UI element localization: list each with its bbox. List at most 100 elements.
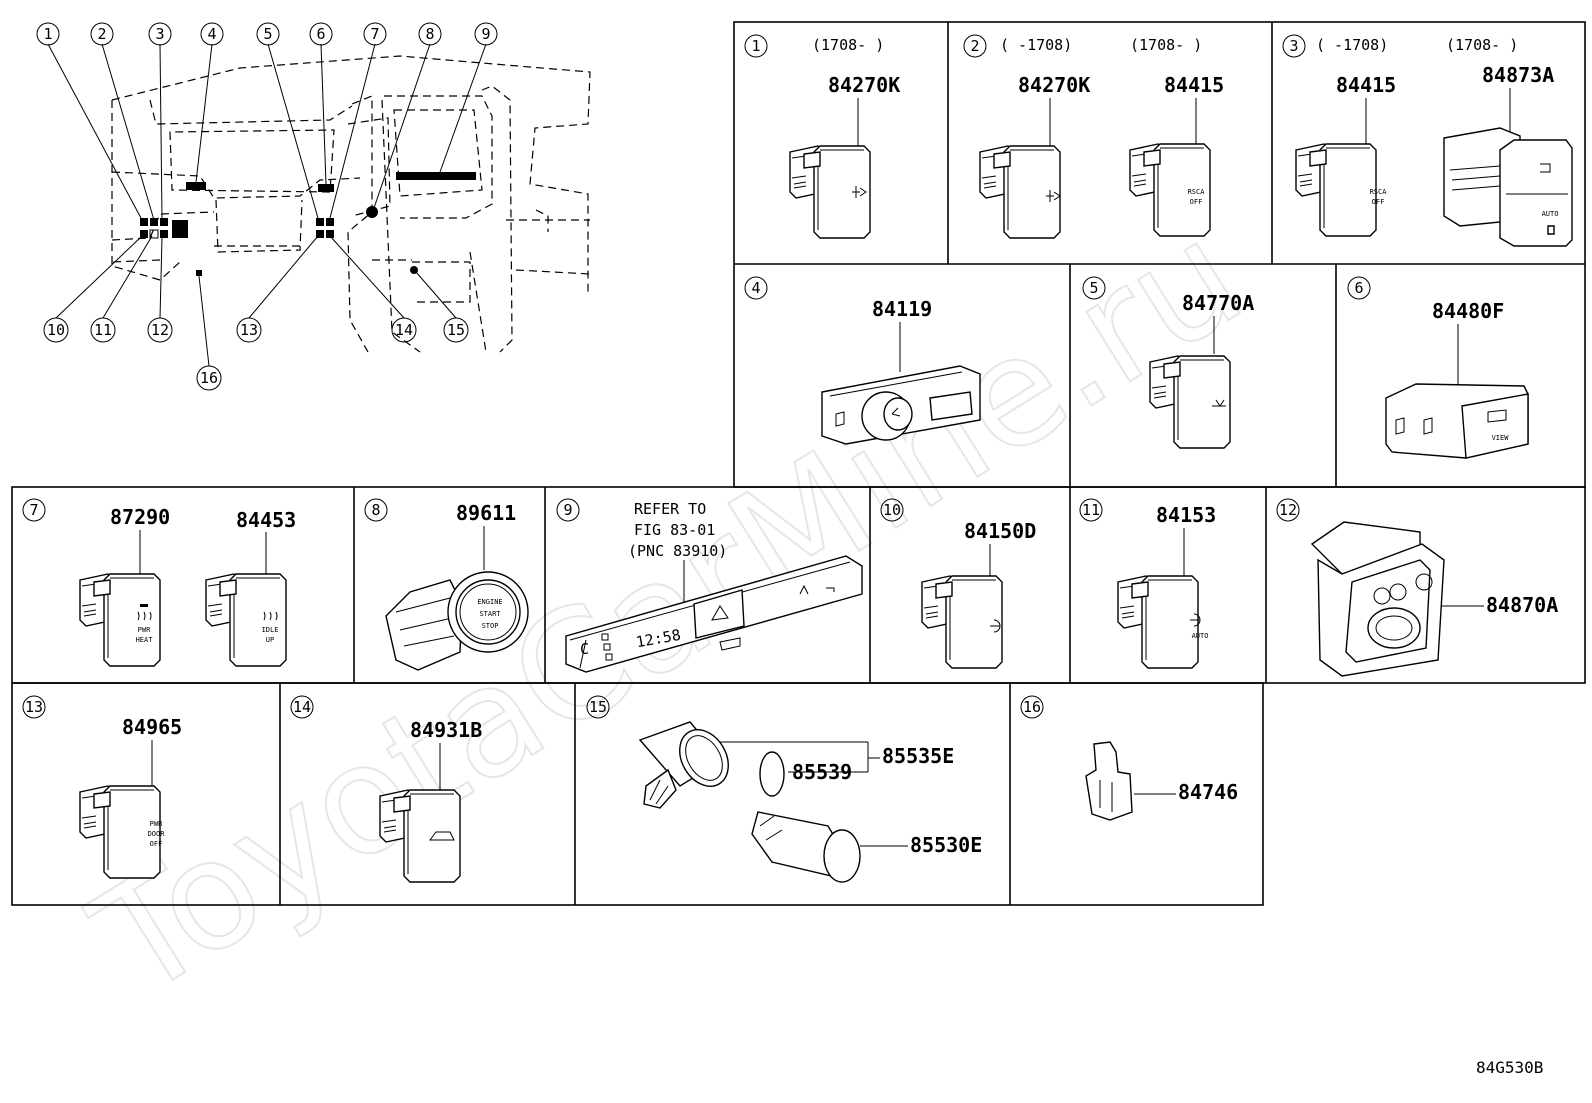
panel-5: 5 84770A	[1082, 276, 1254, 449]
svg-text:RSCA: RSCA	[1370, 188, 1388, 196]
part-number: 84873A	[1482, 63, 1554, 87]
svg-text:5: 5	[1089, 279, 1098, 297]
svg-text:(PNC 83910): (PNC 83910)	[628, 542, 727, 560]
svg-text:8: 8	[371, 501, 380, 519]
part-number: 84415	[1164, 73, 1224, 97]
svg-text:10: 10	[47, 321, 65, 339]
svg-text:FIG 83-01: FIG 83-01	[634, 521, 715, 539]
svg-text:OFF: OFF	[1372, 198, 1385, 206]
callout-5: 5	[256, 22, 280, 46]
panel-13: 13 84965 PWR DOOR OFF	[22, 695, 182, 879]
part-number: 84119	[872, 297, 932, 321]
range-label: ( -1708)	[1316, 36, 1388, 54]
part-number: 85530E	[910, 833, 982, 857]
svg-text:VIEW: VIEW	[1492, 434, 1510, 442]
part-number: 84150D	[964, 519, 1036, 543]
panel-9: 9 REFER TO FIG 83-01 (PNC 83910) C 12:58	[556, 498, 863, 673]
svg-text:2: 2	[970, 37, 979, 55]
svg-text:C: C	[580, 640, 589, 658]
svg-text:9: 9	[481, 25, 490, 43]
svg-text:5: 5	[263, 25, 272, 43]
svg-text:HEAT: HEAT	[136, 636, 154, 644]
svg-text:14: 14	[395, 321, 413, 339]
svg-text:AUTO: AUTO	[1192, 632, 1209, 640]
dashboard-overview: 1 2 3 4 5 6 7 8 9 10 11 12 13 14 15 16	[36, 22, 591, 391]
svg-text:16: 16	[1023, 698, 1041, 716]
svg-text:PWR: PWR	[138, 626, 151, 634]
svg-text:10: 10	[883, 501, 901, 519]
callout-4: 4	[200, 22, 224, 46]
callout-8: 8	[418, 22, 442, 46]
svg-text:7: 7	[29, 501, 38, 519]
callout-11: 11	[90, 317, 116, 343]
svg-text:OFF: OFF	[1190, 198, 1203, 206]
svg-text:13: 13	[25, 698, 43, 716]
range-label: (1708- )	[812, 36, 884, 54]
svg-text:DOOR: DOOR	[148, 830, 166, 838]
svg-text:1: 1	[43, 25, 52, 43]
panel-16: 16 84746	[1020, 695, 1238, 821]
range-label: (1708- )	[1446, 36, 1518, 54]
svg-text:UP: UP	[266, 636, 274, 644]
part-number: 84870A	[1486, 593, 1558, 617]
callout-14: 14	[391, 317, 417, 343]
svg-text:15: 15	[447, 321, 465, 339]
svg-text:3: 3	[1289, 37, 1298, 55]
panel-4: 4 84119	[744, 276, 981, 445]
callout-10: 10	[43, 317, 69, 343]
callout-15: 15	[443, 317, 469, 343]
svg-text:12: 12	[1279, 501, 1297, 519]
panel-14: 14 84931B	[290, 695, 482, 883]
svg-text:START: START	[479, 610, 501, 618]
panel-8: 8 89611 ENGINE START STOP	[364, 498, 529, 671]
part-number: 84965	[122, 715, 182, 739]
svg-text:4: 4	[207, 25, 216, 43]
svg-text:2: 2	[97, 25, 106, 43]
svg-text:6: 6	[316, 25, 325, 43]
panel-7: 7 87290 84453 PWR HEAT IDLE UP	[22, 498, 296, 667]
callout-9: 9	[474, 22, 498, 46]
svg-text:9: 9	[563, 501, 572, 519]
svg-text:IDLE: IDLE	[262, 626, 279, 634]
svg-text:4: 4	[751, 279, 760, 297]
part-number: 84153	[1156, 503, 1216, 527]
range-label: ( -1708)	[1000, 36, 1072, 54]
svg-text:13: 13	[240, 321, 258, 339]
part-number: 84746	[1178, 780, 1238, 804]
bottom-row-grid	[11, 682, 1264, 906]
panel-2: 2 ( -1708) (1708- ) 84270K 84415 RSCA OF…	[963, 34, 1224, 239]
callout-3: 3	[148, 22, 172, 46]
svg-text:STOP: STOP	[482, 622, 499, 630]
part-number: 84480F	[1432, 299, 1504, 323]
svg-text:PWR: PWR	[150, 820, 163, 828]
panel-6: 6 84480F VIEW	[1347, 276, 1529, 459]
svg-text:1: 1	[751, 37, 760, 55]
callout-16: 16	[196, 365, 222, 391]
part-number: 85535E	[882, 744, 954, 768]
svg-text:6: 6	[1354, 279, 1363, 297]
part-number: 84931B	[410, 718, 482, 742]
callout-2: 2	[90, 22, 114, 46]
svg-text:REFER TO: REFER TO	[634, 500, 706, 518]
part-number: 89611	[456, 501, 516, 525]
callout-1: 1	[36, 22, 60, 46]
svg-text:7: 7	[370, 25, 379, 43]
svg-text:RSCA: RSCA	[1188, 188, 1206, 196]
svg-text:8: 8	[425, 25, 434, 43]
callout-13: 13	[236, 317, 262, 343]
part-number: 84453	[236, 508, 296, 532]
part-number: 84770A	[1182, 291, 1254, 315]
panel-12: 12 84870A	[1276, 498, 1558, 677]
diagram-code: 84G530B	[1476, 1058, 1543, 1077]
svg-text:12: 12	[151, 321, 169, 339]
svg-text:11: 11	[94, 321, 112, 339]
range-label: (1708- )	[1130, 36, 1202, 54]
svg-text:16: 16	[200, 369, 218, 387]
svg-text:ENGINE: ENGINE	[477, 598, 502, 606]
svg-text:11: 11	[1082, 501, 1100, 519]
part-number: 84415	[1336, 73, 1396, 97]
panel-15: 15 85535E 85539 85530E	[586, 695, 982, 883]
panel-3: 3 ( -1708) (1708- ) 84415 84873A RSCA OF…	[1282, 34, 1573, 247]
